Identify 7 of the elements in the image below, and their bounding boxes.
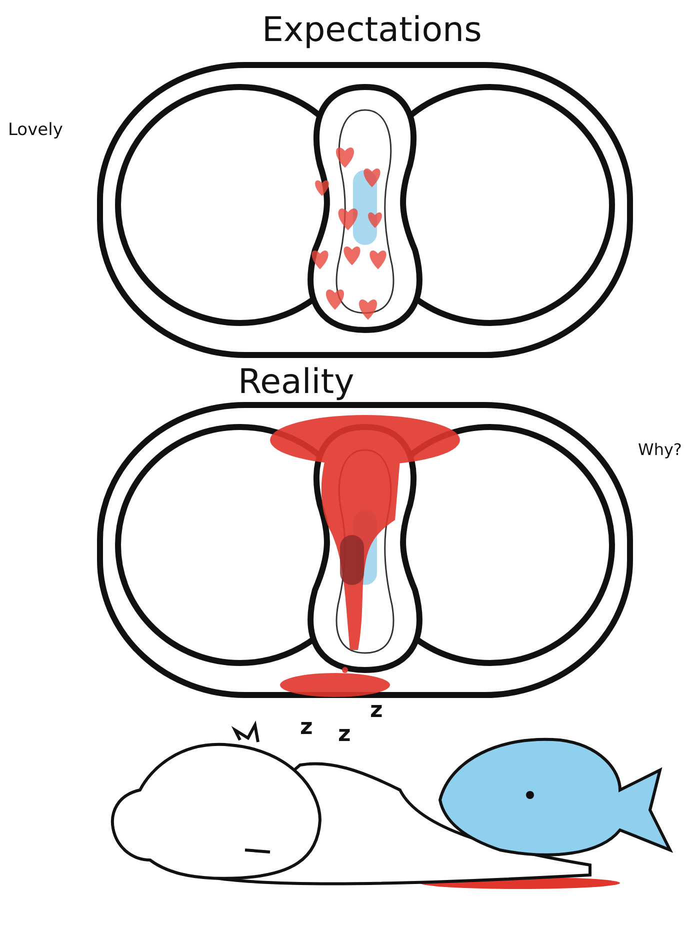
sleep-letter: z	[300, 715, 313, 740]
sleep-letter: z	[370, 698, 383, 723]
caption-text: Why?	[638, 440, 682, 459]
sleep-letter: z	[338, 722, 351, 747]
heading: Expectations	[262, 10, 482, 50]
caption-text: Lovely	[8, 120, 63, 140]
heading: Reality	[238, 362, 354, 402]
